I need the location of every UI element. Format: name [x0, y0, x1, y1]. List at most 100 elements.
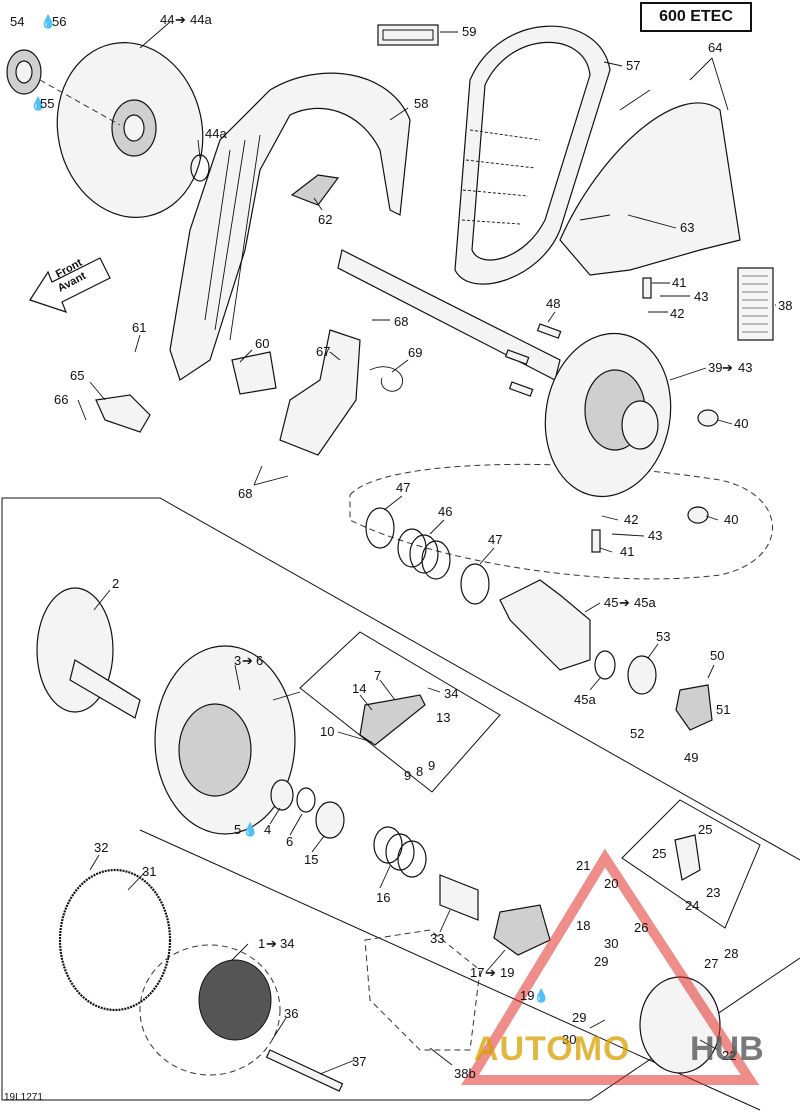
watermark-hub: HUB	[690, 1030, 764, 1068]
drop-icon: 💧	[40, 14, 56, 29]
spring-46	[397, 528, 451, 580]
callout-1: 1	[258, 936, 265, 951]
callout-55: 55	[40, 96, 54, 111]
drop-icon: 💧	[242, 822, 258, 837]
callout-47-left: 47	[396, 480, 410, 495]
callout-37: 37	[352, 1054, 366, 1069]
callout-44a-range: 44a	[190, 12, 212, 27]
callout-3: 3	[234, 653, 241, 668]
decal-38	[737, 267, 774, 341]
callout-69: 69	[408, 345, 422, 360]
callout-58: 58	[414, 96, 428, 111]
callout-14: 14	[352, 681, 366, 696]
callout-46: 46	[438, 504, 452, 519]
pulley-half-44	[56, 42, 204, 218]
callout-64: 64	[708, 40, 722, 55]
callout-43-range: 43	[738, 360, 752, 375]
callout-19: 19	[520, 988, 534, 1003]
callout-44: 44	[160, 12, 174, 27]
callout-19-range: 19	[500, 965, 514, 980]
range-arrow-icon: ➔	[722, 360, 733, 375]
callout-45a-range: 45a	[634, 595, 656, 610]
callout-52: 52	[630, 726, 644, 741]
callout-8: 8	[416, 764, 423, 779]
drop-icon: 💧	[30, 96, 46, 111]
callout-4: 4	[264, 822, 271, 837]
callout-45a: 45a	[574, 692, 596, 707]
callout-34-detail: 34	[444, 686, 458, 701]
callout-48: 48	[546, 296, 560, 311]
callout-32: 32	[94, 840, 108, 855]
governor-cup-17	[493, 904, 551, 956]
callout-26: 26	[634, 920, 648, 935]
lever-detail-frame	[299, 631, 501, 793]
callout-63: 63	[680, 220, 694, 235]
model-label: 600 ETEC	[640, 2, 752, 32]
callout-62: 62	[318, 212, 332, 227]
hairpin-clip-69	[369, 366, 403, 392]
callout-40-bottom: 40	[724, 512, 738, 527]
callout-44a: 44a	[205, 126, 227, 141]
callout-30-bottom: 30	[562, 1032, 576, 1047]
support-bracket-67	[279, 329, 361, 456]
support-49	[675, 684, 713, 731]
callout-17: 17	[470, 965, 484, 980]
range-arrow-icon: ➔	[619, 595, 630, 610]
link-24	[674, 834, 701, 881]
callout-27: 27	[704, 956, 718, 971]
callout-2: 2	[112, 576, 119, 591]
callout-18: 18	[576, 918, 590, 933]
callout-24: 24	[685, 898, 699, 913]
callout-13: 13	[436, 710, 450, 725]
callout-21: 21	[576, 858, 590, 873]
callout-65: 65	[70, 368, 84, 383]
callout-6: 6	[286, 834, 293, 849]
callout-42-bottom: 42	[624, 512, 638, 527]
clip-detail-frame	[621, 799, 761, 929]
callout-5: 5	[234, 822, 241, 837]
callout-25-top: 25	[698, 822, 712, 837]
bolt-37	[265, 1049, 344, 1092]
seal-54	[6, 49, 42, 95]
callout-50: 50	[710, 648, 724, 663]
callout-7: 7	[374, 668, 381, 683]
washer-53	[627, 655, 657, 695]
washer-47-right	[460, 563, 490, 605]
callout-68-top: 68	[394, 314, 408, 329]
driven-pulley-39	[544, 332, 672, 498]
lever-assembly	[359, 694, 426, 746]
callout-31: 31	[142, 864, 156, 879]
watermark-automo: AUTOMO	[474, 1030, 631, 1068]
drive-pulley-1	[139, 944, 281, 1076]
callout-29-bottom: 29	[572, 1010, 586, 1025]
callout-labels: 54 💧 56 💧 55 44 ➔ 44a 44a 59 57 64 58 62…	[10, 12, 792, 1081]
bolt-41-top	[642, 277, 652, 299]
callout-9-left: 9	[404, 768, 411, 783]
callout-47-right: 47	[488, 532, 502, 547]
direction-arrow: Front Avant	[29, 257, 111, 313]
sleeve-33	[439, 874, 479, 921]
callout-38: 38	[778, 298, 792, 313]
callout-68-bottom: 68	[238, 486, 252, 501]
callout-45: 45	[604, 595, 618, 610]
ring-6	[296, 787, 316, 813]
callout-6-range: 6	[256, 653, 263, 668]
ring-gear-31	[58, 868, 172, 1012]
callout-40-top: 40	[734, 416, 748, 431]
callout-59: 59	[462, 24, 476, 39]
callout-56: 56	[52, 14, 66, 29]
callout-43-bottom: 43	[648, 528, 662, 543]
callout-51: 51	[716, 702, 730, 717]
callout-25-mid: 25	[652, 846, 666, 861]
cam-45	[499, 579, 591, 671]
cup-15	[315, 801, 345, 839]
callout-43-top: 43	[694, 289, 708, 304]
diagram-code: 19L1271	[4, 1092, 43, 1103]
callout-61: 61	[132, 320, 146, 335]
driven-pulley-dashed-group	[349, 463, 773, 580]
range-arrow-icon: ➔	[242, 653, 253, 668]
bolt-48-c	[508, 381, 534, 397]
callout-15: 15	[304, 852, 318, 867]
mount-bracket-65	[95, 394, 151, 433]
